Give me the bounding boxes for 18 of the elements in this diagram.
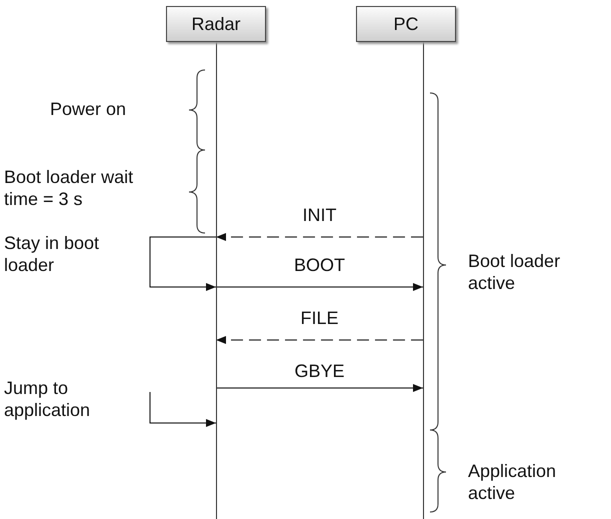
annotation-text: Boot loader wait time = 3 s [4, 166, 134, 210]
edge-label: GBYE [293, 360, 346, 382]
message-arrow [216, 233, 424, 241]
edge-label: Stay in boot loader [4, 232, 100, 276]
message-arrow [216, 384, 424, 392]
annotation-text: Power on [50, 98, 128, 120]
edge-label: Jump to application [4, 377, 92, 421]
message-arrow [150, 236, 216, 291]
lifeline-header: Radar [166, 6, 266, 42]
message-arrow [216, 336, 424, 344]
lifeline-header: PC [356, 6, 456, 42]
annotation-text: Boot loader active [468, 250, 562, 294]
message-arrow [150, 392, 216, 427]
annotation-text: Application active [468, 460, 558, 504]
message-arrow [216, 283, 424, 291]
edge-label: BOOT [292, 254, 346, 276]
edge-label: FILE [299, 307, 340, 329]
edge-label: INIT [302, 204, 338, 226]
